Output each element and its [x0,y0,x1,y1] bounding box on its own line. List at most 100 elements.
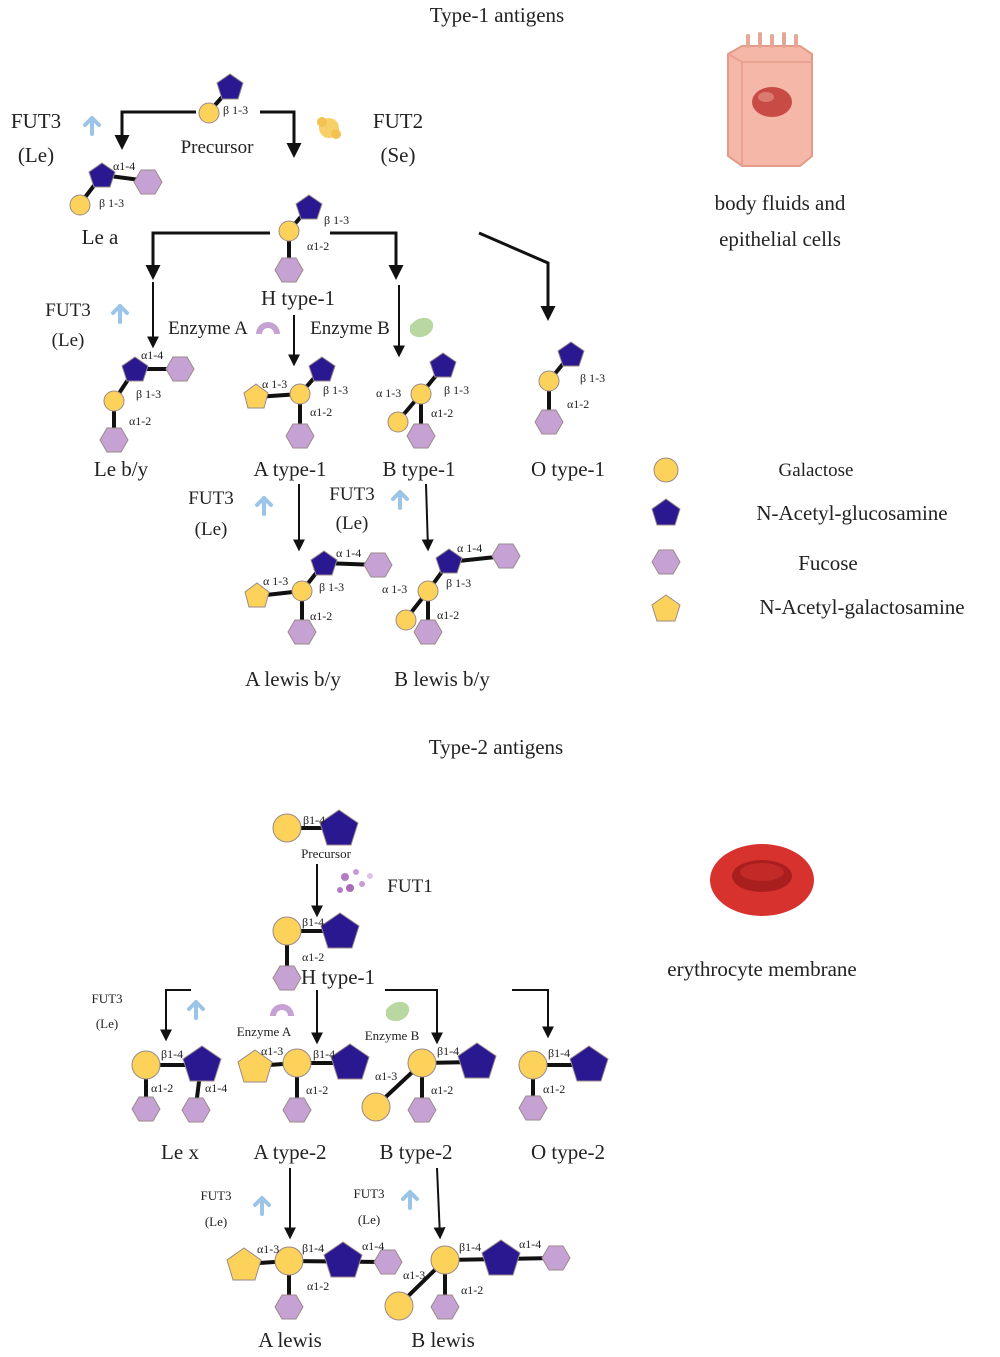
bond-label: α1-2 [437,608,459,622]
galnac-icon [237,1049,273,1083]
glcnac-icon [435,548,463,574]
enzyme-a-label: Enzyme A [168,318,248,339]
fut3-label: FUT3 [200,1188,231,1203]
legend: Galactose N-Acetyl-glucosamine Fucose N-… [651,457,965,622]
bond-label: β 1-3 [136,387,161,401]
glcnac-icon [481,1239,521,1276]
galactose-icon [384,1291,414,1321]
antibody-icon [391,490,409,510]
type2-precursor-glycan: β1-4 Precursor [272,809,359,861]
site-label-line2: epithelial cells [719,227,841,251]
type1-precursor-label: Precursor [181,137,254,158]
fucose-icon [165,356,195,382]
bond-label: α1-2 [129,414,151,428]
galactose-icon [361,1092,391,1122]
bond-label: β 1-3 [446,576,471,590]
bond-label: α1-2 [151,1081,173,1095]
galactose-icon [395,609,417,631]
bond-label: β1-4 [303,813,325,827]
bond-label: β 1-3 [223,103,248,117]
bond-label: α1-3 [375,1069,397,1083]
galactose-icon [272,916,302,946]
a-lewis-glycan: α1-3 β1-4 α1-4 α1-2 A lewis [226,1239,403,1352]
bond-label: β1-4 [437,1044,459,1058]
bond-label: β 1-3 [319,580,344,594]
galnac-icon [243,383,269,409]
bond-label: β 1-3 [99,196,124,210]
fucose-icon [363,552,393,578]
bond-label: β 1-3 [323,383,348,397]
fucose-icon [274,257,304,283]
fut2-enzyme-icon [317,117,341,139]
a-type1-label: A type-1 [254,457,327,481]
fucose-icon [651,549,681,575]
fucose-icon [413,619,443,645]
fut3-label: FUT3 [353,1186,384,1201]
o-type2-label: O type-2 [531,1140,605,1164]
epithelial-cell-icon [727,32,813,167]
type1-precursor-glycan: β 1-3 Precursor [181,73,254,158]
glcnac-icon [310,550,338,576]
fucose-icon [285,423,315,449]
bond-label: β1-4 [548,1046,570,1060]
bond-label: β 1-3 [580,371,605,385]
bond-label: α1-4 [113,159,135,173]
fut3-label: FUT3 [329,484,374,505]
fucose-icon [430,1294,460,1320]
glcnac-icon [320,912,360,949]
b-type2-glycan: α1-3 β1-4 α1-2 B type-2 [361,1042,497,1164]
o-type1-label: O type-1 [531,457,605,481]
le-label: (Le) [52,330,85,351]
bond-label: α1-2 [461,1283,483,1297]
antibody-icon [401,1190,419,1210]
legend-label: N-Acetyl-glucosamine [756,501,947,525]
galactose-icon [430,1245,460,1275]
le-a-glycan: α1-4 β 1-3 Le a [69,159,163,249]
glcnac-icon [295,194,323,220]
a-lewis-by-label: A lewis b/y [245,667,341,691]
fut3-label: FUT3 [188,488,233,509]
bond-label: α1-2 [310,405,332,419]
glcnac-icon [182,1045,222,1082]
fucose-icon [534,409,564,435]
se-label: (Se) [381,143,416,167]
le-label: (Le) [336,513,369,534]
galactose-icon [518,1050,548,1080]
enzyme-b-icon [410,317,434,338]
galactose-icon [198,102,220,124]
fut3-label: FUT3 [11,109,61,133]
type2-h-label: H type-1 [301,965,375,989]
a-type2-glycan: α1-3 β1-4 α1-2 A type-2 [237,1043,370,1164]
bond-label: α1-2 [310,609,332,623]
bond-label: β1-4 [302,915,324,929]
le-x-glycan: β1-4 α1-2 α1-4 Le x [131,1045,227,1164]
fucose-icon [274,1294,304,1320]
glcnac-icon [323,1241,363,1278]
galactose-icon [103,390,125,412]
fucose-icon [491,543,521,569]
fucose-icon [133,169,163,195]
type2-h-glycan: β1-4 α1-2 H type-1 [272,912,375,991]
a-lewis-by-glycan: α 1-3 α 1-4 β 1-3 α1-2 A lewis b/y [244,546,393,691]
antibody-icon [111,304,129,324]
galactose-icon [410,383,432,405]
a-type1-glycan: α 1-3 β 1-3 α1-2 A type-1 [243,356,348,481]
galactose-icon [291,580,313,602]
le-x-label: Le x [161,1140,199,1164]
bond-label: α1-2 [307,1279,329,1293]
glcnac-icon [88,162,116,188]
a-type2-label: A type-2 [254,1140,327,1164]
erythrocyte-icon [710,844,814,916]
fucose-icon [373,1249,403,1275]
galactose-icon [653,457,679,483]
le-label: (Le) [358,1212,380,1227]
antibody-icon [187,1000,205,1020]
galactose-icon [282,1048,312,1078]
fucose-icon [131,1096,161,1122]
bond-label: β1-4 [459,1240,481,1254]
fucose-icon [406,423,436,449]
bond-label: α1-2 [306,1083,328,1097]
bond-label: α1-4 [141,348,163,362]
